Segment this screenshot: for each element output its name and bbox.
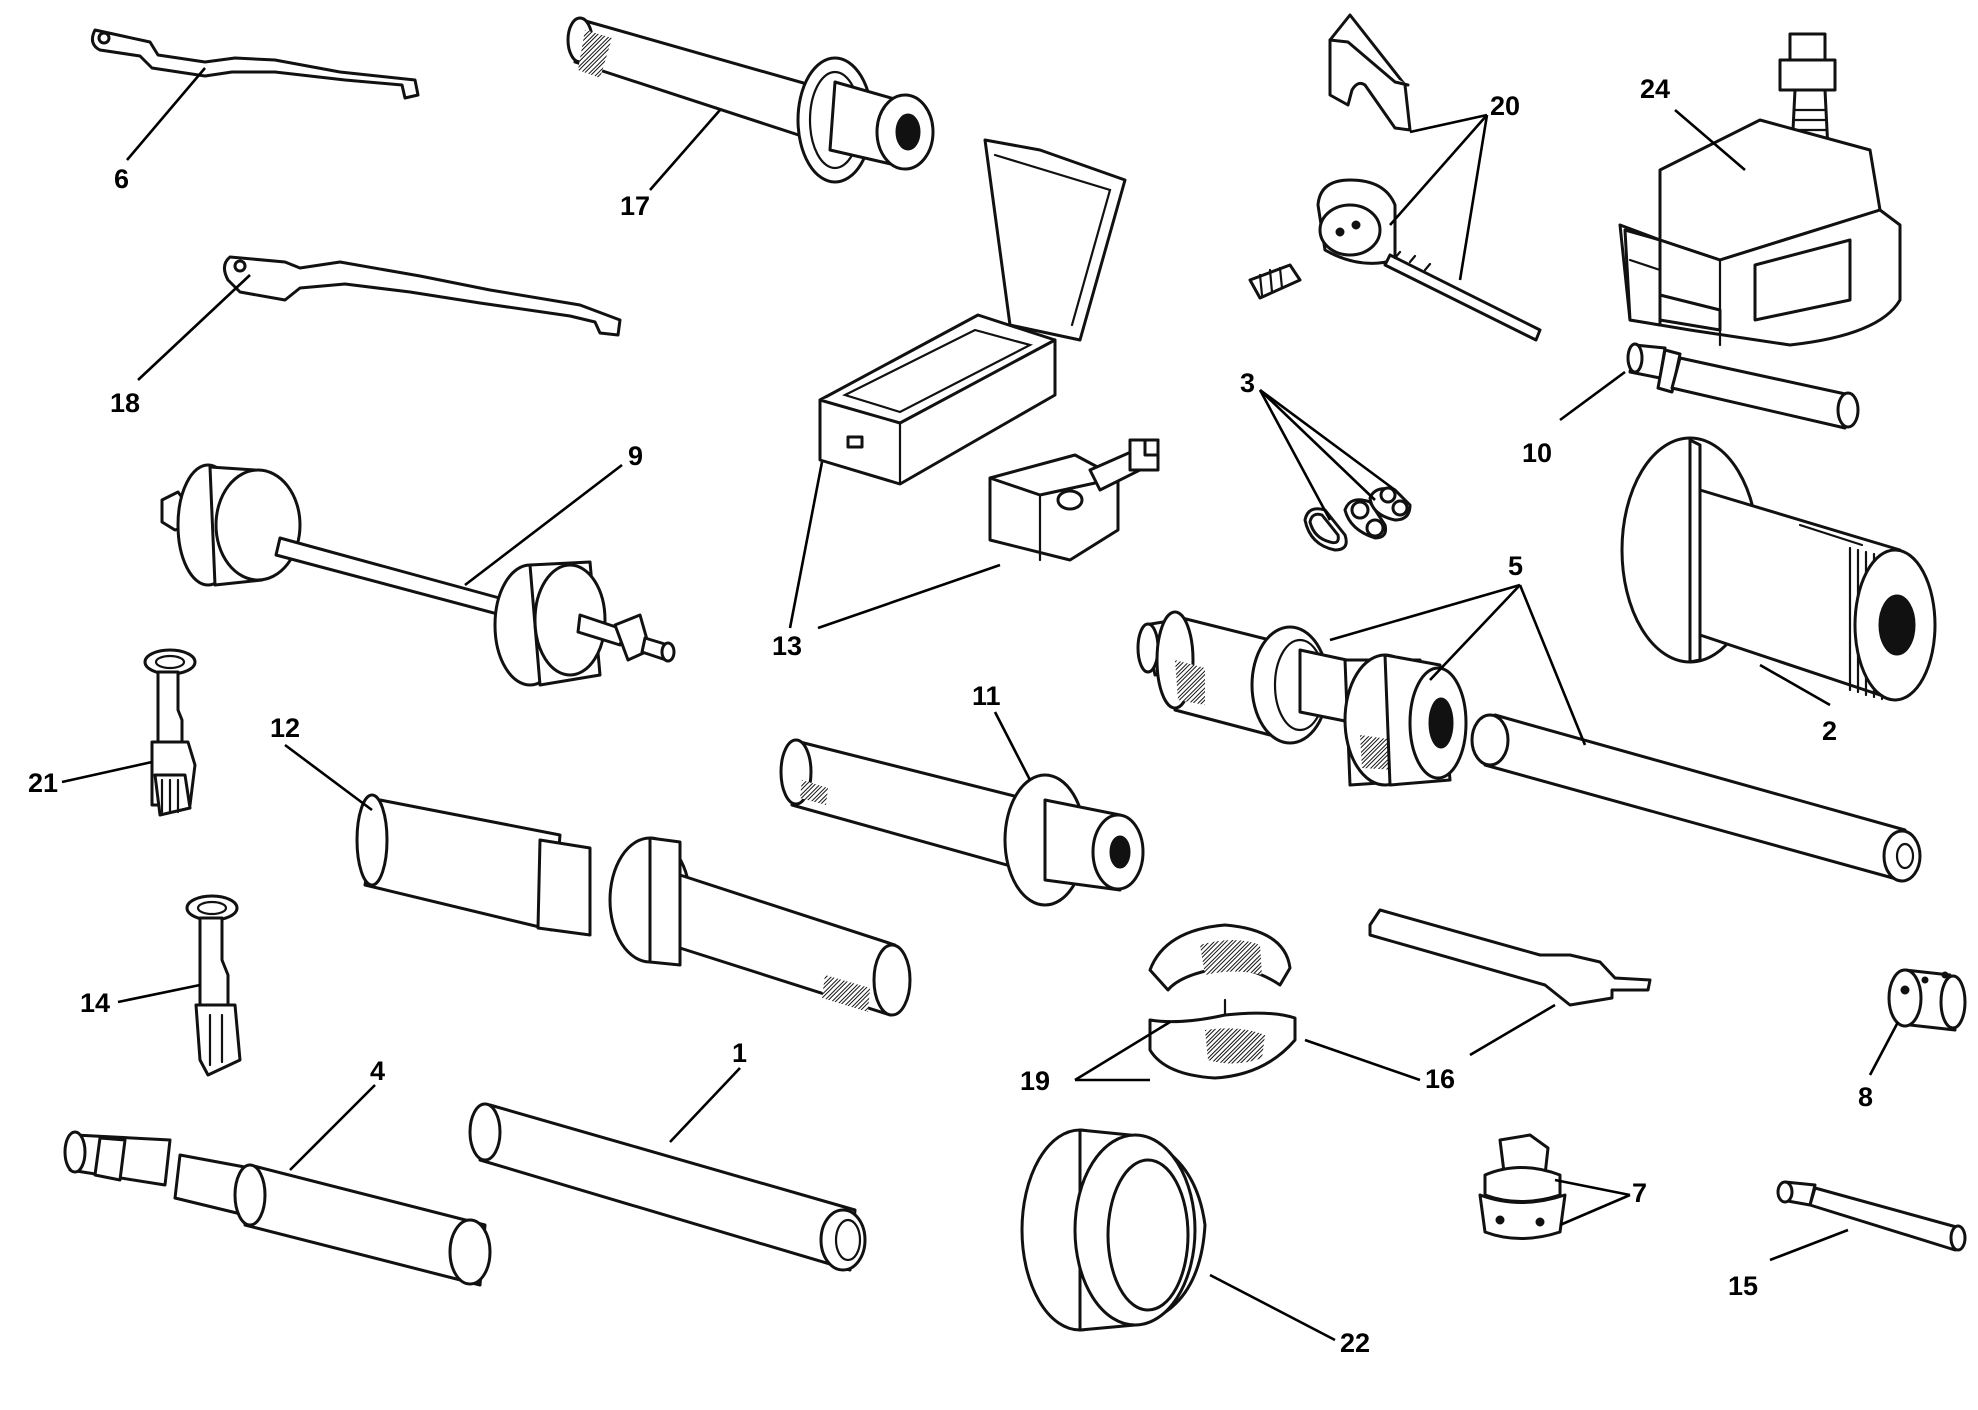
callout-10: 10 [1522,438,1552,468]
tool-2-flanged-installer [1620,436,1937,702]
callout-20: 20 [1490,91,1520,121]
tool-20-fixture-set [1248,13,1542,342]
tool-5-drift-set [1136,610,1922,883]
tool-16-wrench [1368,908,1652,1007]
callout-1: 1 [732,1038,747,1068]
tool-6-hook-spanner [90,28,420,100]
callout-11: 11 [972,681,1001,711]
tool-10-pin [1626,342,1860,430]
tool-4-drift-handle [63,1130,492,1287]
tool-14-valve-tool [185,894,242,1077]
callout-6: 6 [114,164,129,194]
tool-24-flywheel-holder [1618,32,1902,347]
tool-9-puller-shaft [160,463,676,687]
tool-1-drift [468,1102,867,1272]
tool-8-collar [1887,968,1967,1032]
leader-lines [61,67,1900,1342]
callout-5: 5 [1508,551,1523,581]
callout-15: 15 [1728,1271,1758,1301]
tool-12-installer [355,793,912,1017]
tool-3-chain-link-set [1303,486,1412,552]
callout-18: 18 [110,388,140,418]
tool-17-drift [566,16,935,184]
callout-labels: 6 18 17 9 21 12 14 4 1 13 11 16 19 22 20… [28,74,1873,1358]
callout-9: 9 [628,441,643,471]
tool-18-hook-spanner [223,255,622,337]
tool-13-case-and-puller [818,138,1160,562]
tool-15-pin [1776,1180,1967,1252]
callout-14: 14 [80,988,110,1018]
callout-12: 12 [270,713,300,743]
callout-21: 21 [28,768,58,798]
tool-19-split-collar [1148,923,1297,1080]
callout-13: 13 [772,631,802,661]
tool-7-adapter [1478,1133,1567,1240]
callout-8: 8 [1858,1082,1873,1112]
callout-17: 17 [620,191,650,221]
tool-22-ring [1020,1128,1207,1332]
tool-11-drift [779,738,1145,907]
callout-7: 7 [1632,1178,1647,1208]
callout-16: 16 [1425,1064,1455,1094]
tool-21-valve-tool [143,648,197,817]
callout-24: 24 [1640,74,1670,104]
callout-3: 3 [1240,368,1255,398]
callout-4: 4 [370,1056,385,1086]
callout-19: 19 [1020,1066,1050,1096]
callout-22: 22 [1340,1328,1370,1358]
callout-2: 2 [1822,716,1837,746]
